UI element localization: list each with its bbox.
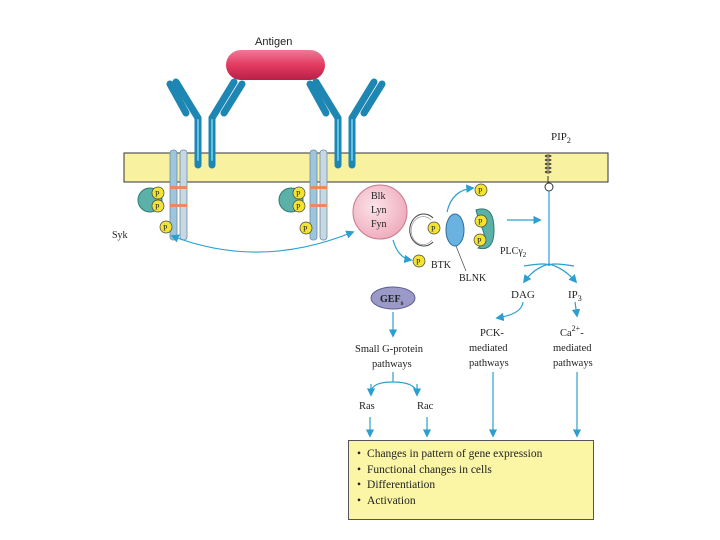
cellular-outcomes-box: Changes in pattern of gene expression Fu… (348, 440, 594, 520)
svg-text:P: P (163, 224, 168, 233)
svg-text:P: P (296, 203, 301, 212)
outcome-functional-changes: Functional changes in cells (357, 463, 593, 479)
outcome-differentiation: Differentiation (357, 478, 593, 494)
phospho-btk: P (412, 254, 426, 268)
plc-label: PLCγ2 (500, 246, 527, 259)
ca-label-line2: mediated (553, 343, 592, 354)
blnk-label: BLNK (459, 273, 487, 284)
pck-label-line3: pathways (469, 358, 509, 369)
cell-membrane (123, 152, 609, 183)
pck-label-line2: mediated (469, 343, 508, 354)
phospho-syk-right: P (299, 221, 313, 235)
pip2-to-dag-arrow (523, 263, 550, 284)
small-g-split-line (370, 372, 418, 394)
pip2-to-ip3-arrow (548, 263, 578, 284)
left-ig-alpha-beta (169, 149, 188, 241)
syk-kinase-left: P P (137, 186, 165, 213)
ras-label: Ras (359, 401, 375, 412)
blnk-pointer-line (455, 245, 467, 272)
svg-text:P: P (155, 203, 160, 212)
lyn-label: Lyn (371, 205, 387, 216)
svg-text:P: P (155, 190, 160, 199)
kinase-to-plc-arrow (446, 184, 475, 213)
pip2-label: PIP2 (551, 131, 571, 145)
btk-protein: P (409, 213, 441, 247)
dag-to-pck-arrow (495, 301, 524, 322)
syk-kinase-right: P P (278, 186, 306, 213)
svg-text:P: P (416, 258, 421, 267)
outcomes-list: Changes in pattern of gene expression Fu… (349, 441, 593, 509)
svg-text:P: P (478, 187, 483, 196)
outcome-activation: Activation (357, 494, 593, 510)
fyn-label: Fyn (371, 219, 387, 230)
syk-kinase-arrow (170, 230, 355, 253)
gefs-label: GEFs (380, 294, 404, 307)
blk-lyn-fyn-kinase (352, 184, 408, 240)
ip3-to-ca-arrow (571, 301, 581, 318)
right-ig-alpha-beta (309, 149, 328, 241)
svg-text:P: P (478, 218, 483, 227)
pck-label-line1: PCK- (480, 328, 504, 339)
right-bcr-antibody (306, 78, 386, 169)
antigen-label: Antigen (255, 36, 292, 48)
antigen-shape (226, 50, 325, 80)
syk-label: Syk (112, 230, 128, 241)
kinase-to-btk-arrow (392, 239, 413, 264)
btk-label: BTK (431, 260, 452, 271)
phospho-syk-left: P (159, 220, 173, 234)
svg-text:P: P (477, 237, 482, 246)
outcome-gene-expression: Changes in pattern of gene expression (357, 447, 593, 463)
svg-text:P: P (431, 225, 436, 234)
rac-label: Rac (417, 401, 434, 412)
gefs-protein (370, 286, 416, 310)
svg-text:P: P (296, 190, 301, 199)
ca-label-line3: pathways (553, 358, 593, 369)
blnk-protein (445, 213, 465, 247)
small-g-line1: Small G-protein (355, 344, 424, 355)
left-bcr-antibody (166, 78, 246, 169)
small-g-line2: pathways (372, 359, 412, 370)
dag-label: DAG (511, 289, 535, 301)
pip2-split-line (523, 191, 575, 267)
svg-text:P: P (303, 225, 308, 234)
blk-label: Blk (371, 191, 385, 202)
ip3-label: IP3 (568, 289, 582, 303)
ca-label-line1: Ca2+- (560, 324, 584, 339)
plc-gamma2-protein: P P P (473, 183, 495, 250)
